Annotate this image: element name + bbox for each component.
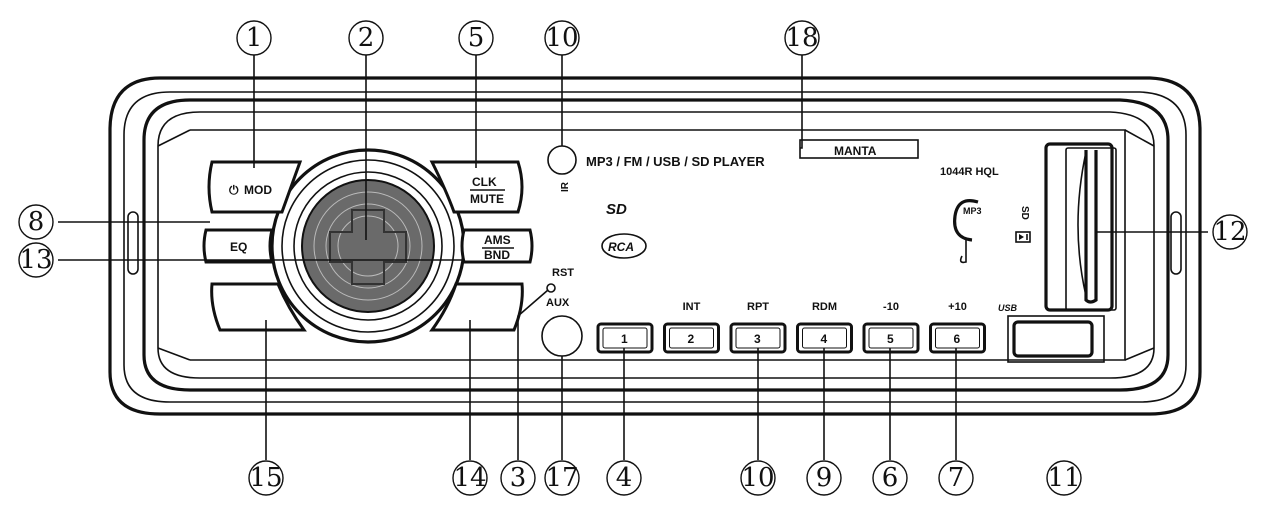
callout-11: 11 xyxy=(1046,460,1082,496)
ams-bnd-button[interactable]: AMS BND xyxy=(460,228,534,264)
mp3-badge: MP3 xyxy=(953,199,982,264)
svg-text:AMS: AMS xyxy=(484,233,511,247)
reset-button[interactable]: RST xyxy=(546,267,574,293)
svg-text:1: 1 xyxy=(246,23,263,53)
rca-logo: RCA xyxy=(601,233,647,259)
callout-10: 10 xyxy=(740,460,776,496)
right-lower-button[interactable] xyxy=(429,282,524,332)
callout-9: 9 xyxy=(806,460,842,496)
svg-text:12: 12 xyxy=(1213,217,1246,247)
svg-text:2: 2 xyxy=(358,23,375,53)
model-number: 1044R HQL xyxy=(940,166,999,178)
product-title: MP3 / FM / USB / SD PLAYER xyxy=(586,154,765,169)
svg-text:18: 18 xyxy=(785,23,818,53)
ir-sensor: IR xyxy=(547,145,577,192)
callout-5: 5 xyxy=(458,20,494,56)
callout-17: 17 xyxy=(544,460,580,496)
sd-logo: SD xyxy=(606,201,627,218)
sd-card-slot[interactable] xyxy=(1044,142,1117,312)
svg-text:MP3: MP3 xyxy=(963,206,982,216)
callout-10: 10 xyxy=(544,20,580,56)
svg-text:3: 3 xyxy=(510,463,527,493)
preset-number: 5 xyxy=(887,332,894,346)
svg-text:7: 7 xyxy=(948,463,965,493)
clk-mute-button[interactable]: CLK MUTE xyxy=(429,160,524,214)
preset-function-label: RPT xyxy=(747,301,769,313)
preset-button-5[interactable]: 5 -10 xyxy=(862,301,920,354)
svg-text:USB: USB xyxy=(998,303,1018,313)
svg-text:4: 4 xyxy=(616,463,633,493)
svg-text:EQ: EQ xyxy=(230,240,247,254)
sd-slot-label: SD xyxy=(1019,206,1030,220)
svg-text:17: 17 xyxy=(545,463,578,493)
brand-label-box: MANTA xyxy=(799,139,919,159)
svg-text:AUX: AUX xyxy=(546,297,570,309)
preset-button-6[interactable]: 6 +10 xyxy=(929,301,986,354)
svg-text:IR: IR xyxy=(560,181,571,192)
mod-button[interactable]: ⏻ MOD xyxy=(207,160,303,214)
callout-4: 4 xyxy=(606,460,642,496)
preset-function-label: +10 xyxy=(948,301,967,313)
preset-function-label: -10 xyxy=(883,301,899,313)
callout-18: 18 xyxy=(784,20,820,56)
svg-text:BND: BND xyxy=(484,248,510,262)
preset-number: 3 xyxy=(754,332,761,346)
aux-input-jack[interactable]: AUX xyxy=(541,297,583,357)
eq-button[interactable]: EQ xyxy=(202,228,274,264)
svg-text:15: 15 xyxy=(249,463,282,493)
callout-14: 14 xyxy=(452,460,488,496)
callout-13: 13 xyxy=(18,242,54,278)
callout-3: 3 xyxy=(500,460,536,496)
preset-function-label: RDM xyxy=(812,301,837,313)
svg-text:MUTE: MUTE xyxy=(470,192,504,206)
usb-port[interactable]: USB xyxy=(998,303,1105,363)
preset-number: 2 xyxy=(688,332,695,346)
svg-text:6: 6 xyxy=(882,463,899,493)
preset-button-4[interactable]: 4 RDM xyxy=(796,301,853,354)
callout-2: 2 xyxy=(348,20,384,56)
preset-number: 1 xyxy=(621,332,628,346)
svg-text:RCA: RCA xyxy=(608,240,634,254)
svg-text:8: 8 xyxy=(28,207,45,237)
volume-knob[interactable] xyxy=(270,148,466,344)
preset-button-2[interactable]: 2 INT xyxy=(663,301,720,354)
callout-8: 8 xyxy=(18,204,54,240)
svg-text:13: 13 xyxy=(19,245,52,275)
preset-button-1[interactable]: 1 xyxy=(596,322,654,354)
svg-text:5: 5 xyxy=(468,23,485,53)
preset-buttons: 1 2 INT 3 RPT 4 RDM 5 -10 6 +10 xyxy=(596,301,986,354)
preset-number: 6 xyxy=(954,332,961,346)
svg-text:RST: RST xyxy=(552,267,574,279)
svg-text:9: 9 xyxy=(816,463,833,493)
svg-text:MANTA: MANTA xyxy=(834,144,877,158)
play-pause-icon xyxy=(1015,231,1031,243)
left-lower-button[interactable] xyxy=(210,282,307,332)
power-icon: ⏻ xyxy=(229,183,239,197)
preset-number: 4 xyxy=(821,332,828,346)
svg-text:14: 14 xyxy=(453,463,486,493)
preset-function-label: INT xyxy=(683,301,701,313)
svg-text:10: 10 xyxy=(741,463,774,493)
callout-7: 7 xyxy=(938,460,974,496)
outer-frame xyxy=(108,76,1202,416)
callout-1: 1 xyxy=(236,20,272,56)
callout-6: 6 xyxy=(872,460,908,496)
svg-text:10: 10 xyxy=(545,23,578,53)
callout-15: 15 xyxy=(248,460,284,496)
callout-12: 12 xyxy=(1212,214,1248,250)
svg-text:CLK: CLK xyxy=(472,175,497,189)
svg-text:11: 11 xyxy=(1047,463,1080,493)
preset-button-3[interactable]: 3 RPT xyxy=(729,301,787,354)
svg-text:MOD: MOD xyxy=(244,183,272,197)
